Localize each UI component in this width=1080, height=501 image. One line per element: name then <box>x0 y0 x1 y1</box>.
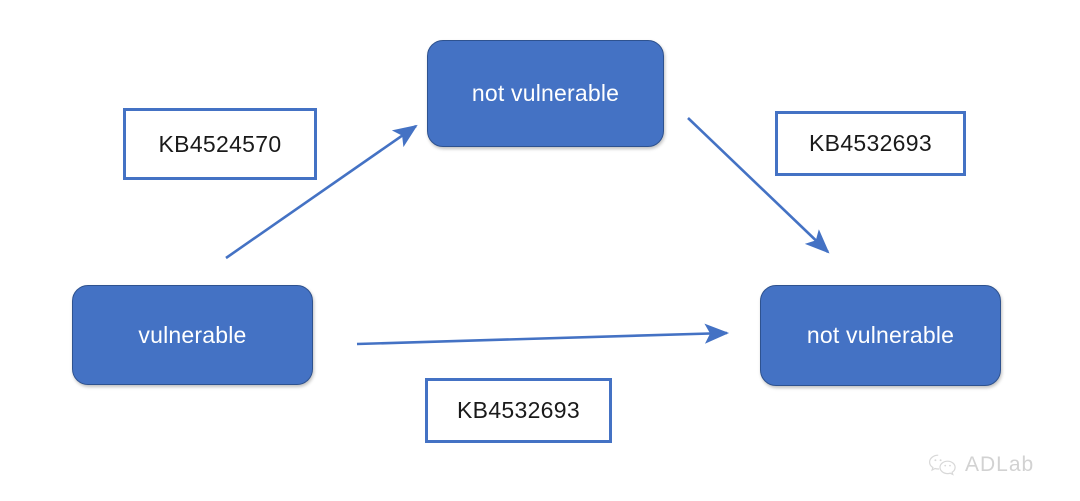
edge-label-text: KB4532693 <box>457 397 580 423</box>
node-top-not-vulnerable[interactable]: not vulnerable <box>427 40 664 147</box>
node-right-not-vulnerable[interactable]: not vulnerable <box>760 285 1001 386</box>
edge-label-kb4532693-upper[interactable]: KB4532693 <box>775 111 966 176</box>
edge-label-text: KB4524570 <box>158 130 282 157</box>
watermark: ADLab <box>928 453 1034 477</box>
edge-label-kb4532693-bottom[interactable]: KB4532693 <box>425 378 612 443</box>
node-top-label: not vulnerable <box>471 80 620 106</box>
edge-label-text: KB4532693 <box>809 130 932 156</box>
arrow-vulnerable-to-right <box>356 323 730 346</box>
watermark-text: ADLab <box>965 453 1035 476</box>
node-left-label: vulnerable <box>138 321 247 348</box>
edge-label-kb4524570[interactable]: KB4524570 <box>123 108 317 180</box>
node-right-label: not vulnerable <box>806 322 955 348</box>
node-left-vulnerable[interactable]: vulnerable <box>72 285 313 385</box>
wechat-icon <box>928 453 958 477</box>
